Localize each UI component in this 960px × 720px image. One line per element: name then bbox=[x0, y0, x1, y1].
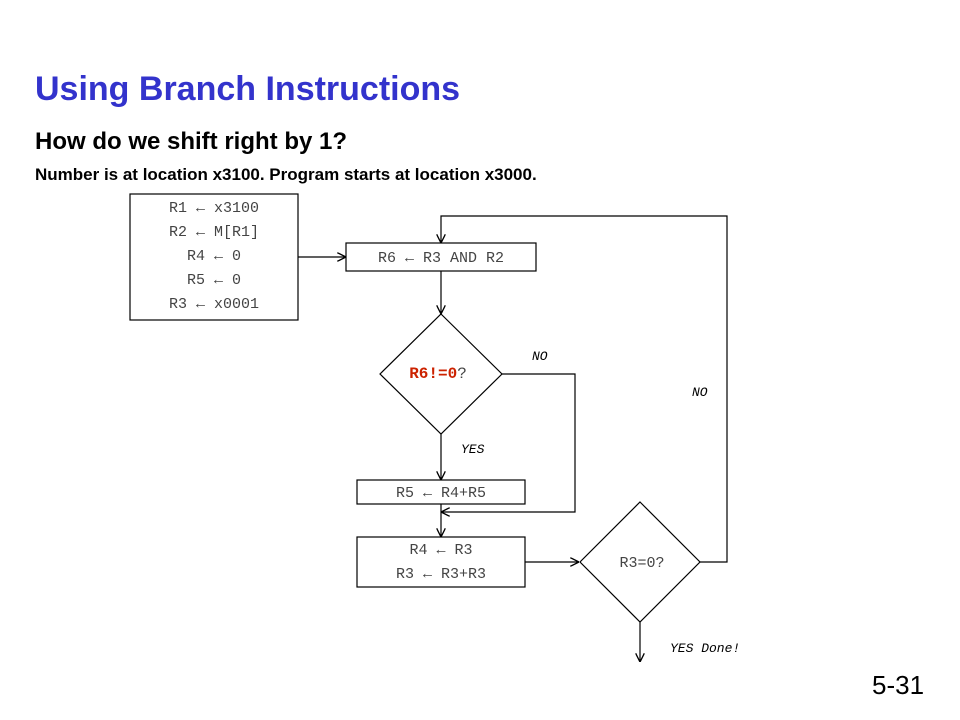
decision2-label: R3=0? bbox=[619, 555, 664, 572]
and-box bbox=[345, 242, 537, 272]
slide-note: Number is at location x3100. Program sta… bbox=[35, 165, 537, 184]
decision1-condition: R6!=0 bbox=[409, 365, 457, 383]
shift-line-r3: R3 ← R3+R3 bbox=[396, 566, 486, 583]
slide-number: 5-31 bbox=[872, 670, 925, 700]
label-yes-decision1: YES bbox=[461, 442, 485, 457]
init-line-r4: R4 ← 0 bbox=[187, 248, 241, 265]
label-no-decision1: NO bbox=[532, 349, 548, 364]
decision1-label: R6!=0? bbox=[409, 365, 467, 383]
shift-box bbox=[356, 536, 526, 588]
slide-title: Using Branch Instructions bbox=[35, 70, 461, 108]
add-label: R5 ← R4+R5 bbox=[396, 485, 486, 502]
init-line-r2: R2 ← M[R1] bbox=[169, 224, 259, 241]
arrow-decision2-no-loop bbox=[441, 215, 728, 563]
slide-subtitle: How do we shift right by 1? bbox=[35, 128, 347, 155]
label-yes-done: YES Done! bbox=[670, 641, 740, 656]
and-label: R6 ← R3 AND R2 bbox=[378, 250, 504, 267]
shift-line-r4: R4 ← R3 bbox=[409, 542, 472, 559]
init-line-r1: R1 ← x3100 bbox=[169, 200, 259, 217]
init-line-r5: R5 ← 0 bbox=[187, 272, 241, 289]
label-no-decision2: NO bbox=[692, 385, 708, 400]
arrow-decision1-no bbox=[441, 373, 576, 512]
add-box bbox=[356, 479, 526, 505]
decision1-qmark: ? bbox=[457, 365, 467, 383]
init-line-r3: R3 ← x0001 bbox=[169, 296, 259, 313]
